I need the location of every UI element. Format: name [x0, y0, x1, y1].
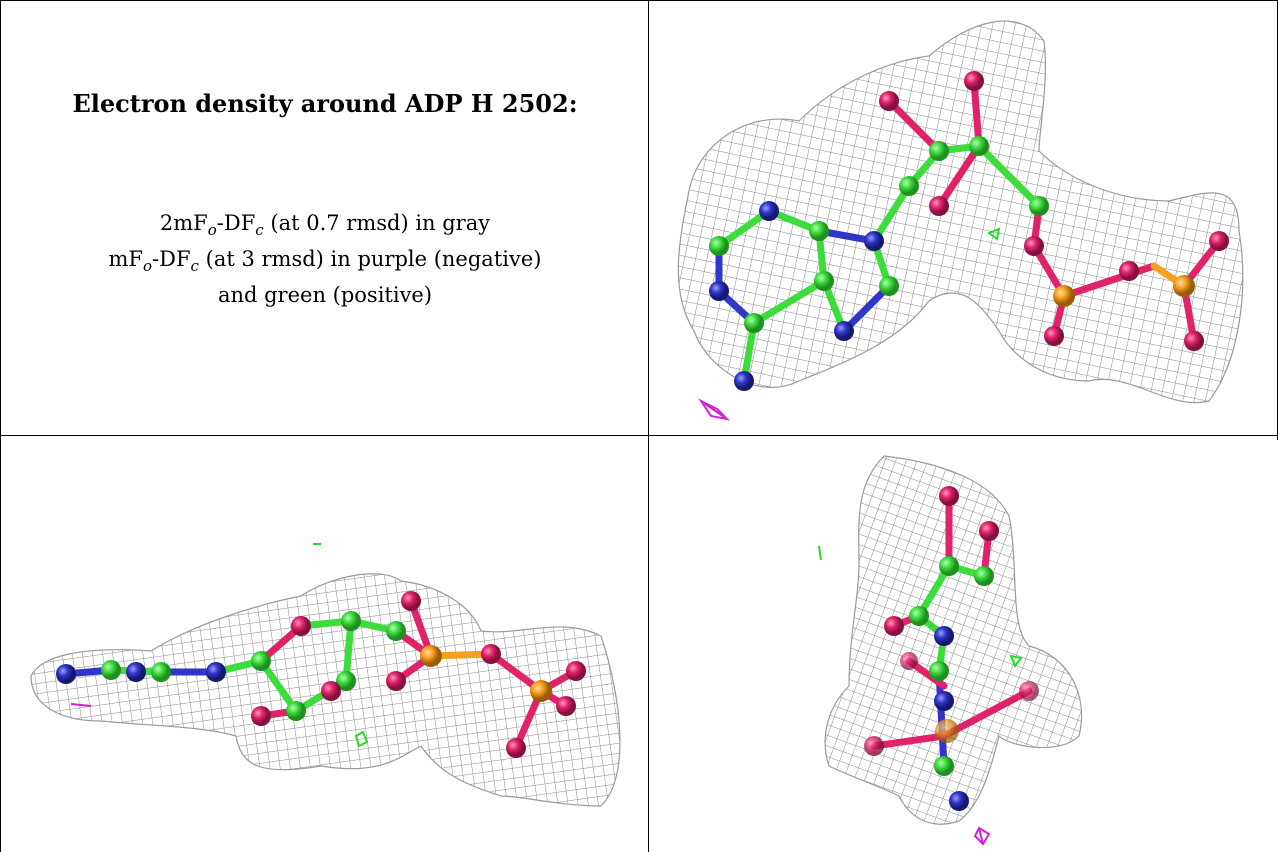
- legend-1-suffix: (at 0.7 rmsd) in gray: [263, 211, 491, 235]
- negative-density-blob: [70, 703, 92, 707]
- density-view-1: [649, 1, 1277, 435]
- electron-density-mesh: [677, 20, 1244, 404]
- border-left: [0, 0, 1, 852]
- legend-line-3: and green (positive): [217, 283, 433, 308]
- legend-1-mid: -DF: [216, 211, 256, 235]
- legend-1-prefix: 2mF: [159, 211, 208, 235]
- legend-2-prefix: mF: [108, 247, 143, 272]
- positive-density-blob-small: [818, 545, 822, 561]
- negative-density-blob: [698, 398, 730, 421]
- legend-2-sub-c: c: [190, 257, 199, 276]
- atoms: [709, 71, 1229, 391]
- legend-text: 2mFo-DFc (at 0.7 rmsd) in gray mFo-DFc (…: [1, 209, 648, 310]
- legend-line-1: 2mFo-DFc (at 0.7 rmsd) in gray: [1, 209, 648, 245]
- legend-2-sub-o: o: [143, 257, 153, 276]
- molecule-render-2: [30, 543, 621, 807]
- positive-density-blob: [354, 730, 369, 748]
- legend-line-2: mFo-DFc (at 3 rmsd) in purple (negative): [1, 245, 648, 281]
- panel-title: Electron density around ADP H 2502:: [72, 89, 578, 118]
- atoms: [56, 591, 586, 758]
- atoms: [864, 486, 1039, 811]
- legend-2-suffix: (at 3 rmsd) in purple (negative): [198, 247, 542, 272]
- legend-1-sub-c: c: [255, 221, 264, 240]
- legend-cell: Electron density around ADP H 2502: 2mFo…: [1, 1, 648, 435]
- border-middle-horizontal: [0, 435, 1278, 436]
- density-view-3: [649, 436, 1277, 852]
- negative-density-blob: [973, 826, 991, 846]
- border-top: [0, 0, 1278, 1]
- electron-density-mesh: [824, 455, 1083, 825]
- border-middle-vertical: [648, 0, 649, 852]
- positive-density-blob: [1009, 654, 1023, 669]
- positive-density-blob: [986, 227, 1001, 241]
- molecule-render-1: [677, 20, 1244, 421]
- molecule-render-3: [818, 455, 1083, 846]
- legend-1-sub-o: o: [207, 221, 217, 240]
- legend-2-mid: -DF: [152, 247, 191, 272]
- density-view-2: [1, 436, 648, 852]
